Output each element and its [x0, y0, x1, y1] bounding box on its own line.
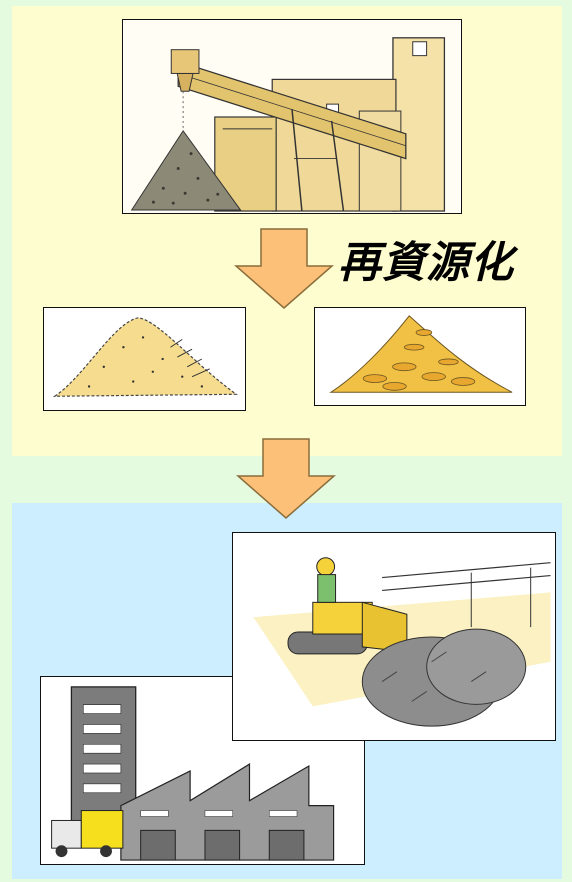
recycled-chips-pile-illustration [314, 307, 526, 406]
down-arrow-icon [234, 228, 334, 310]
recycling-caption: 再資源化 [338, 238, 514, 288]
recycled-sand-pile-illustration [43, 307, 246, 411]
factory-illustration [40, 676, 365, 865]
bulldozer-illustration [232, 532, 556, 741]
recycling-plant-illustration [122, 19, 462, 214]
down-arrow-icon [236, 438, 336, 520]
